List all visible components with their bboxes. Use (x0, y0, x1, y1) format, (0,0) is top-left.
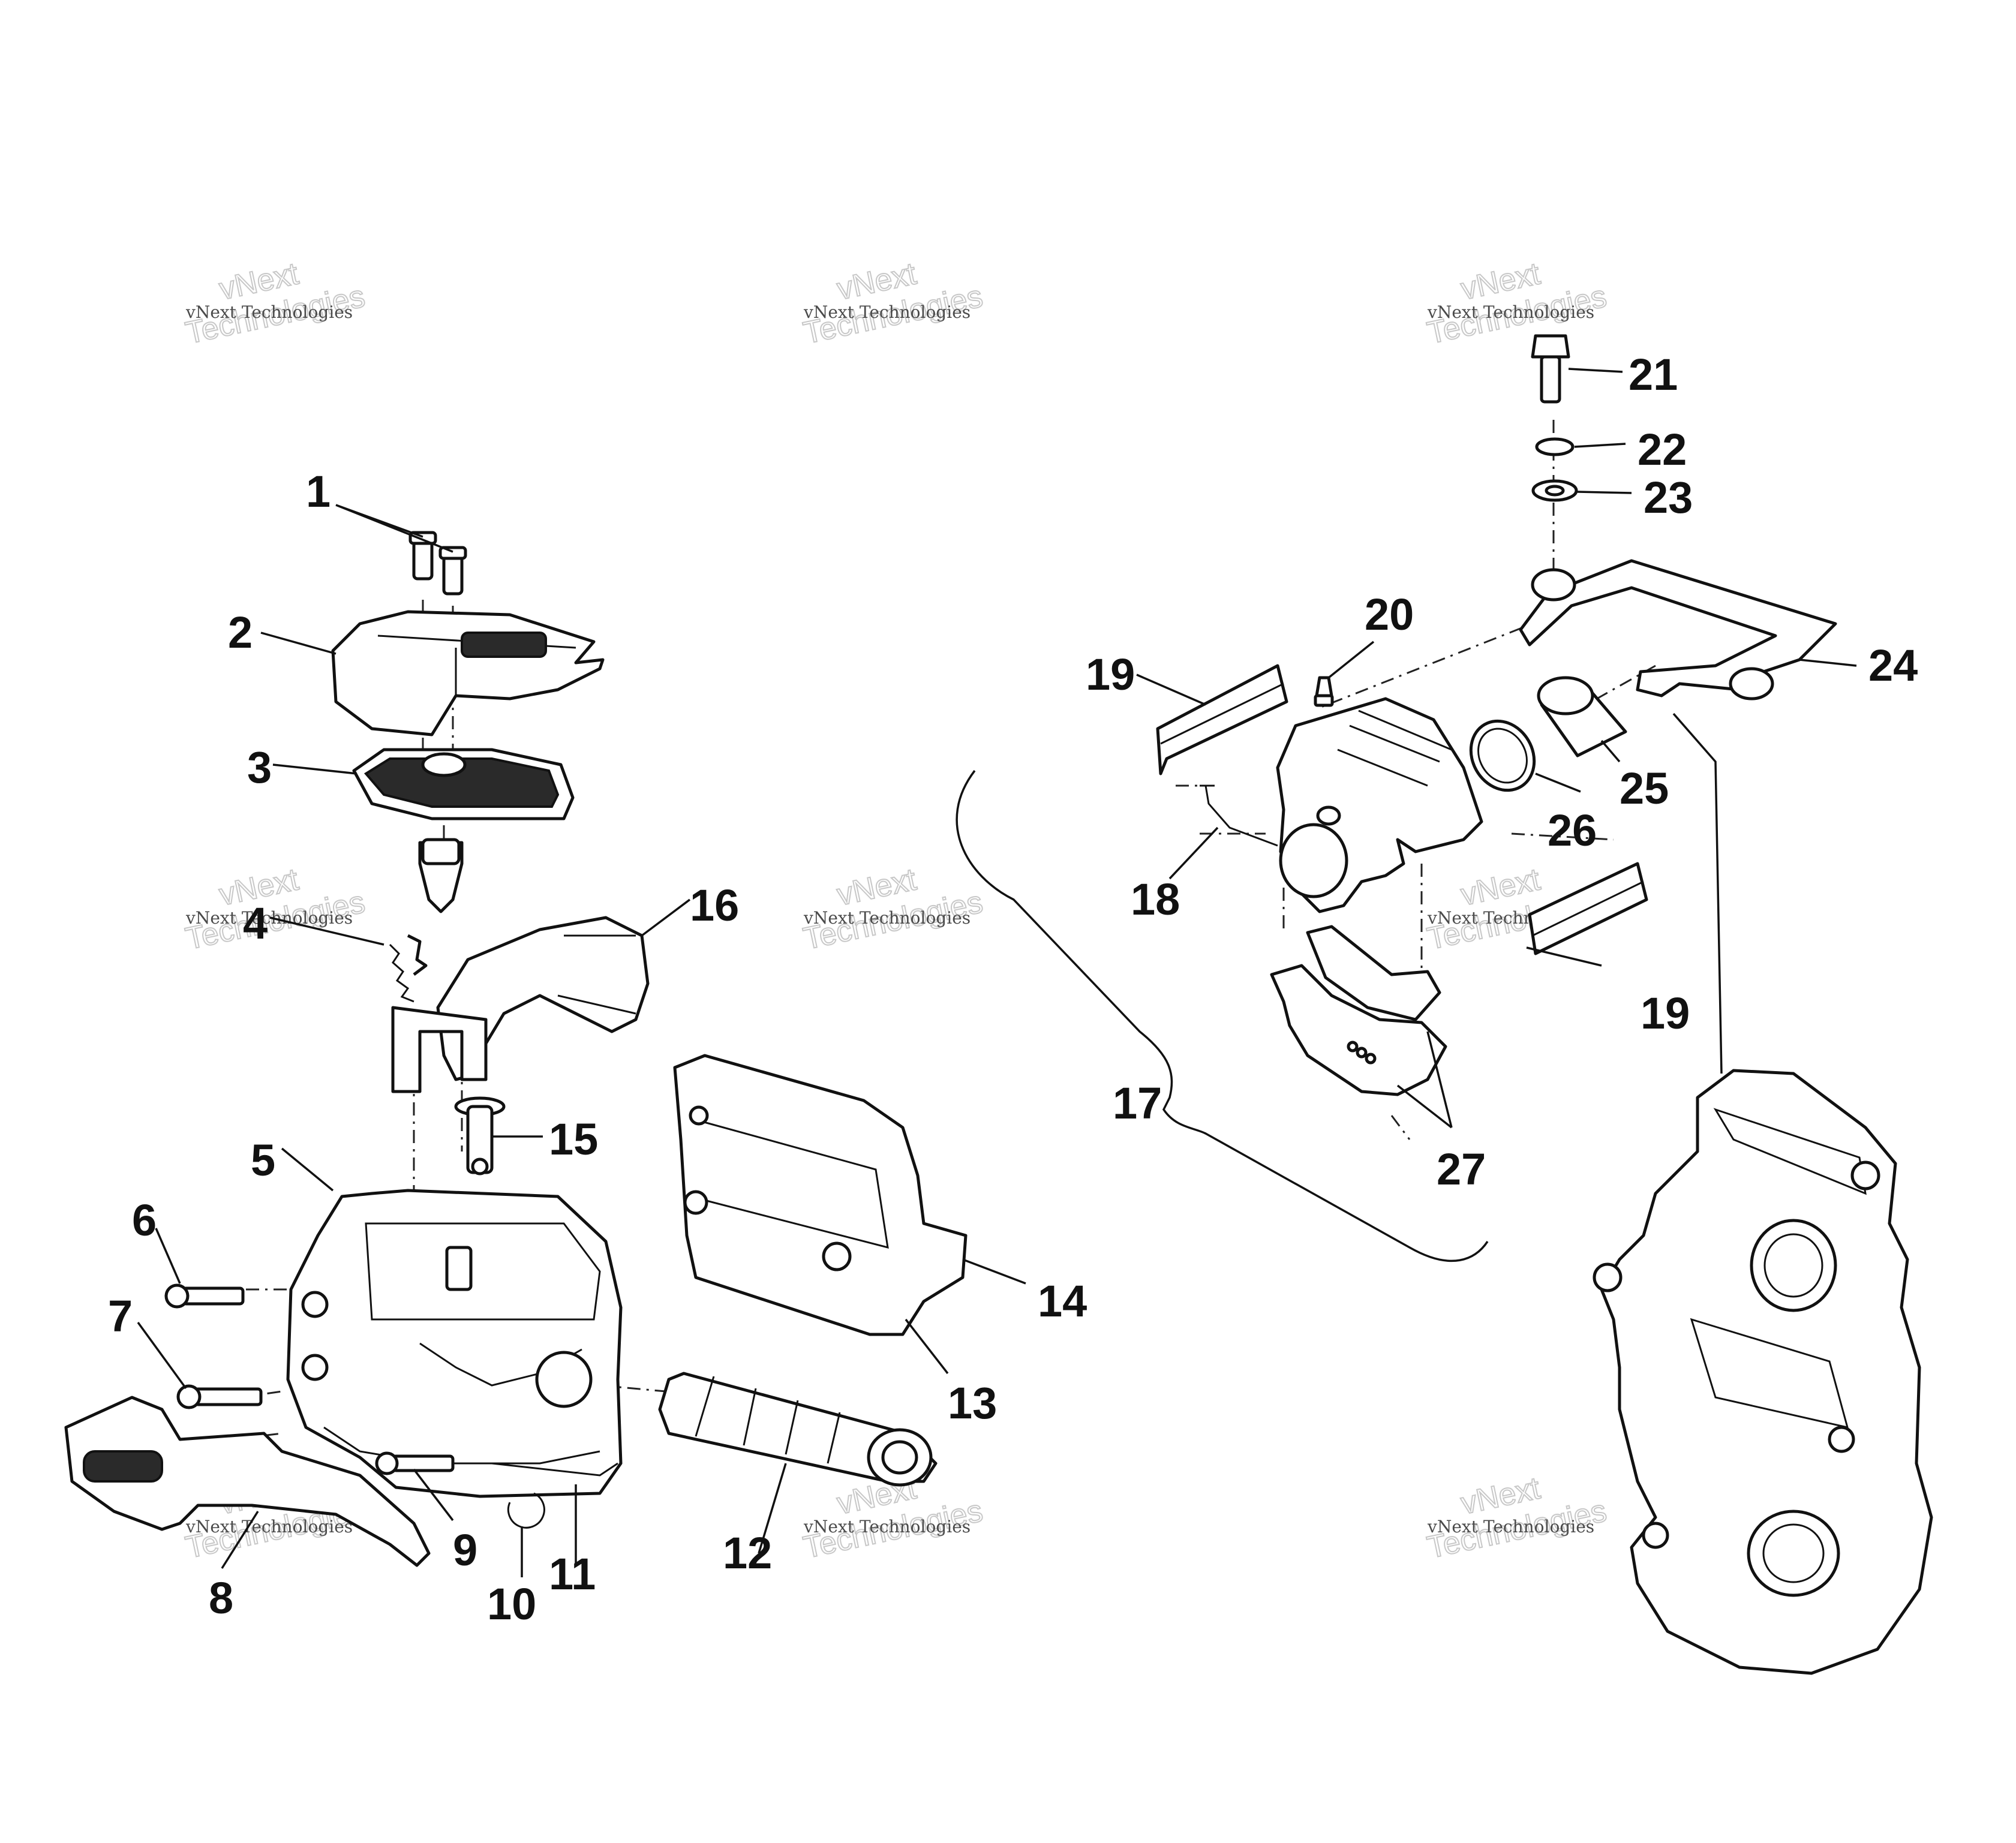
chaincase-housing (1593, 1069, 1933, 1675)
callout-7: 7 (108, 1291, 133, 1341)
callout-16: 16 (690, 880, 739, 930)
callout-26: 26 (1548, 805, 1597, 855)
watermark-mid-center: vNext Technologies vNext Technologies (800, 861, 986, 957)
callout-19-lower: 19 (1641, 988, 1690, 1038)
callout-13: 13 (948, 1378, 997, 1428)
gasket-3 (352, 748, 575, 820)
svg-text:vNext Technologies: vNext Technologies (185, 302, 353, 322)
brake-lever-8 (64, 1396, 431, 1567)
watermark-top-right: vNext Technologies vNext Technologies (1423, 255, 1610, 351)
brake-line-18 (1200, 784, 1278, 847)
callout-23: 23 (1644, 473, 1693, 522)
washer-23 (1531, 479, 1578, 502)
bolt-21 (1531, 334, 1570, 404)
spring-4 (389, 934, 428, 1003)
caliper-body (1276, 697, 1483, 913)
screw-1-pair (408, 531, 467, 596)
lower-housing-11 (491, 1462, 618, 1477)
watermark-mid-left: vNext Technologies vNext Technologies (182, 861, 368, 957)
svg-text:vNext Technologies: vNext Technologies (1427, 1517, 1594, 1537)
shield-19-lower (1528, 862, 1648, 955)
watermark-top-center: vNext Technologies vNext Technologies (800, 255, 986, 351)
svg-text:vNext Technologies: vNext Technologies (803, 908, 971, 928)
callout-12: 12 (723, 1528, 772, 1578)
callout-21: 21 (1629, 350, 1678, 399)
piston-25 (1537, 676, 1627, 757)
brake-pads-27 (1270, 925, 1447, 1096)
callout-20: 20 (1365, 590, 1414, 639)
housing-5 (286, 1189, 623, 1498)
svg-text:vNext Technologies: vNext Technologies (803, 1517, 971, 1537)
callout-1: 1 (306, 467, 331, 516)
screw-9 (375, 1451, 455, 1475)
pin-15 (454, 1096, 506, 1175)
callout-24: 24 (1868, 641, 1918, 690)
leader-lines (137, 368, 1857, 1577)
watermark-top-left: vNext Technologies vNext Technologies (182, 255, 368, 351)
callout-19-upper: 19 (1086, 650, 1135, 699)
seal-ring-26 (1469, 719, 1536, 792)
svg-text:vNext Technologies: vNext Technologies (185, 908, 353, 928)
callout-6: 6 (132, 1195, 157, 1245)
callout-4: 4 (243, 898, 268, 948)
callout-14: 14 (1038, 1276, 1087, 1326)
bracket-24 (1519, 559, 1837, 700)
top-cover-2 (331, 610, 605, 736)
piston-plunger (418, 838, 464, 913)
screw-7 (176, 1384, 263, 1409)
watermark-bottom-right: vNext Technologies vNext Technologies (1423, 1470, 1610, 1566)
svg-text:vNext Technologies: vNext Technologies (803, 302, 971, 322)
callout-11: 11 (549, 1549, 596, 1599)
shield-19-upper (1156, 664, 1288, 775)
brace-17 (956, 769, 1489, 1262)
callout-17: 17 (1113, 1078, 1162, 1128)
svg-text:vNext Technologies: vNext Technologies (1427, 302, 1594, 322)
callout-18: 18 (1131, 874, 1180, 924)
callout-2: 2 (228, 608, 253, 657)
side-cover-13 (673, 1054, 968, 1336)
lock-washer-22 (1535, 437, 1575, 456)
throttle-lever-16 (391, 916, 650, 1093)
callout-27: 27 (1437, 1144, 1486, 1194)
callout-5: 5 (251, 1135, 275, 1185)
callout-22: 22 (1638, 425, 1687, 474)
circlip-10 (507, 1492, 545, 1529)
screw-6 (164, 1283, 245, 1309)
callout-8: 8 (209, 1573, 233, 1623)
throttle-tube-12 (658, 1372, 938, 1487)
callout-10: 10 (487, 1579, 536, 1629)
bleeder-20 (1314, 676, 1334, 707)
callout-3: 3 (247, 742, 272, 792)
svg-text:vNext Technologies: vNext Technologies (185, 1517, 353, 1537)
callout-9: 9 (453, 1525, 477, 1575)
callout-15: 15 (549, 1114, 598, 1164)
callout-25: 25 (1620, 763, 1669, 813)
